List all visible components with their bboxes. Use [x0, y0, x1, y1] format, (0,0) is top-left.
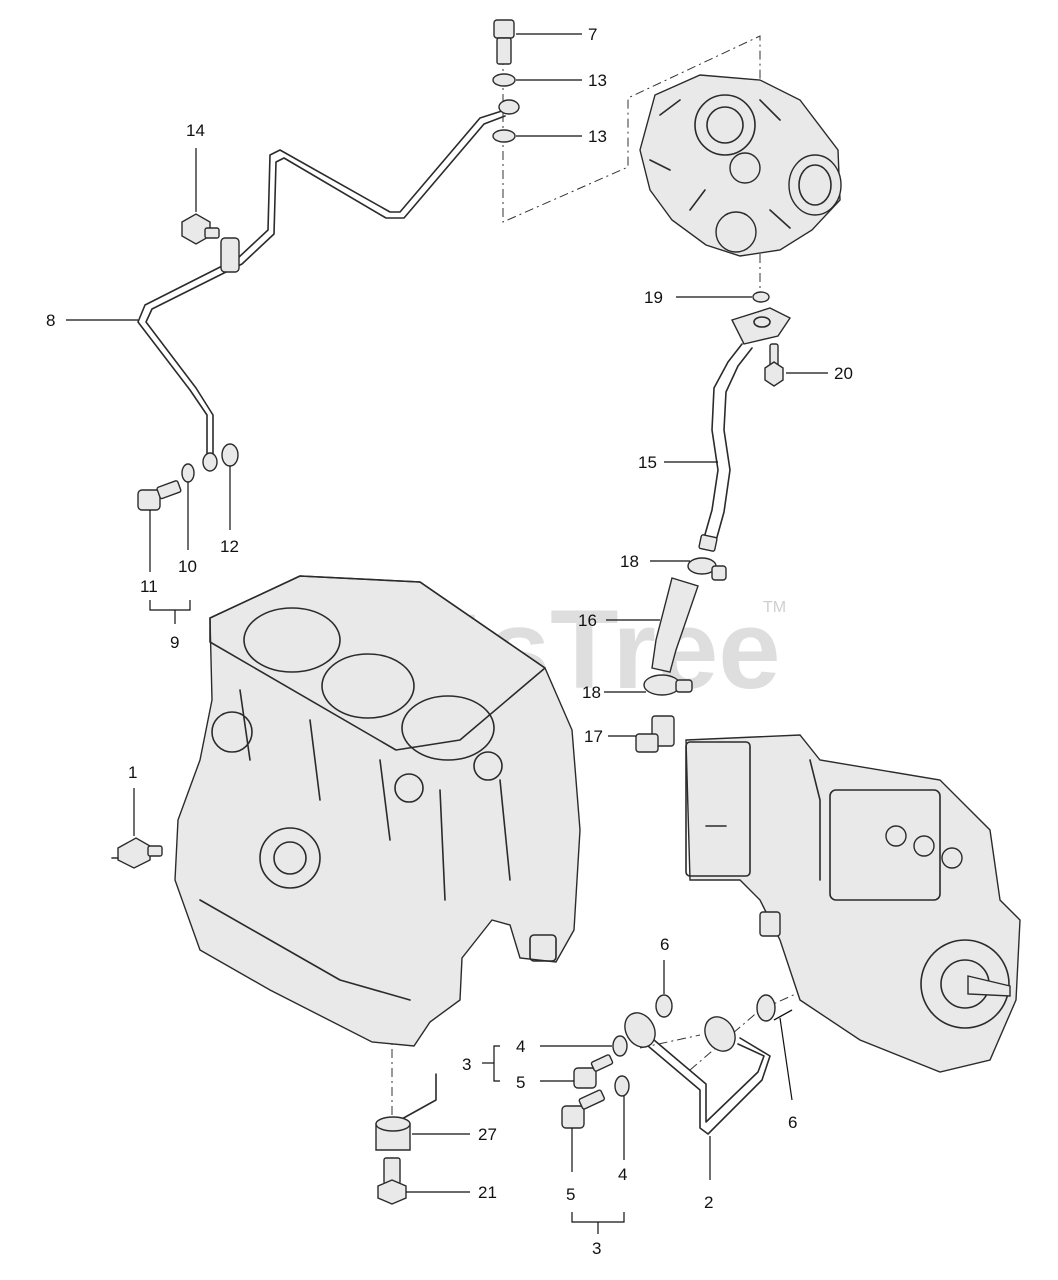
callout-6-right: 6 — [788, 1113, 797, 1132]
oil-pressure-switch-1 — [111, 837, 163, 869]
sealing-washer-6-right — [756, 994, 776, 1022]
sealing-washer-6-left — [655, 994, 673, 1018]
bolt-21 — [377, 1157, 407, 1205]
sealing-washer-4-lower — [614, 1075, 630, 1097]
callout-19: 19 — [644, 288, 663, 307]
callout-21: 21 — [478, 1183, 497, 1202]
callout-labels: 7 13 13 14 8 19 20 15 18 16 18 17 11 10 … — [46, 25, 853, 1258]
banjo-bolt-7 — [493, 19, 515, 65]
callout-9: 9 — [170, 633, 179, 652]
injection-pump — [685, 734, 1021, 1073]
callout-3-upper: 3 — [462, 1055, 471, 1074]
banjo-bolt-5-upper — [573, 1054, 614, 1089]
callout-8: 8 — [46, 311, 55, 330]
turbocharger — [639, 74, 842, 257]
oil-return-flange — [731, 307, 792, 345]
callout-17: 17 — [584, 727, 603, 746]
callout-7: 7 — [588, 25, 597, 44]
engine-block — [174, 575, 581, 1047]
gasket-19 — [752, 291, 770, 303]
oil-return-pipe-15 — [698, 343, 753, 552]
callout-20: 20 — [834, 364, 853, 383]
callout-4-lower: 4 — [618, 1165, 627, 1184]
callout-11: 11 — [140, 577, 158, 596]
hose-clamp-18-lower — [643, 674, 693, 696]
bolt-20 — [764, 343, 784, 387]
callout-2: 2 — [704, 1193, 713, 1212]
washer-12 — [221, 443, 239, 467]
callout-5-upper: 5 — [516, 1073, 525, 1092]
sealing-washer-4-upper — [612, 1035, 628, 1057]
callout-1: 1 — [128, 763, 137, 782]
callout-27: 27 — [478, 1125, 497, 1144]
banjo-bolt-11 — [137, 480, 182, 511]
hose-clamp-18-upper — [687, 557, 727, 581]
callout-4-upper: 4 — [516, 1037, 525, 1056]
callout-16: 16 — [578, 611, 597, 630]
watermark-trademark: TM — [763, 599, 786, 616]
elbow-fitting-17 — [635, 715, 675, 753]
bolt-14 — [181, 213, 220, 245]
callout-3-lower: 3 — [592, 1239, 601, 1258]
callout-13-lower: 13 — [588, 127, 607, 146]
callout-12: 12 — [220, 537, 239, 556]
callout-6-top: 6 — [660, 935, 669, 954]
sealing-washer-13-lower — [492, 129, 516, 143]
callout-5-lower: 5 — [566, 1185, 575, 1204]
callout-10: 10 — [178, 557, 197, 576]
callout-14: 14 — [186, 121, 205, 140]
washer-10 — [181, 463, 195, 483]
callout-13-upper: 13 — [588, 71, 607, 90]
callout-15: 15 — [638, 453, 657, 472]
callout-18-upper: 18 — [620, 552, 639, 571]
sealing-washer-13-upper — [492, 73, 516, 87]
oil-pipe-8 — [137, 99, 520, 472]
assembly-dash-lines — [391, 35, 801, 1130]
injection-pipe-2 — [624, 1012, 771, 1135]
banjo-bolt-5-lower — [561, 1089, 606, 1129]
pipe-fitting-27 — [375, 1073, 437, 1151]
leader-lines — [66, 33, 828, 1234]
hose-16 — [651, 577, 699, 673]
callout-18-lower: 18 — [582, 683, 601, 702]
